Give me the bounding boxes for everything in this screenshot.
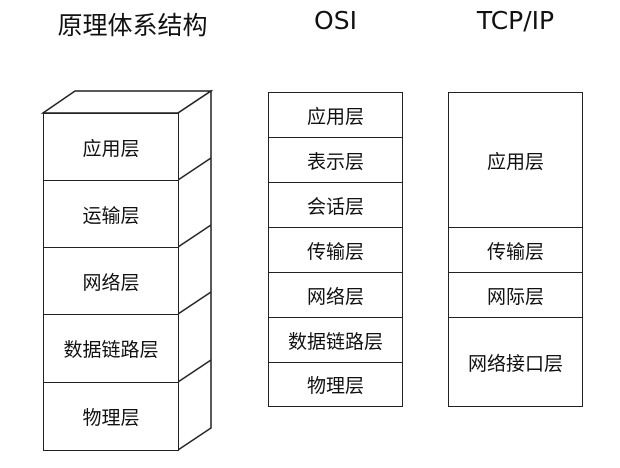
architecture-title: 原理体系结构 xyxy=(57,11,208,40)
architecture-layer-application: 应用层 xyxy=(43,113,179,181)
tcpip-layer-internet: 网际层 xyxy=(448,272,583,318)
osi-layer-transport: 传输层 xyxy=(268,227,403,273)
osi-layer-application: 应用层 xyxy=(268,92,403,138)
architecture-layer-datalink: 数据链路层 xyxy=(43,314,179,383)
tcpip-layer-transport: 传输层 xyxy=(448,227,583,273)
osi-layer-network: 网络层 xyxy=(268,272,403,318)
tcpip-stack: 应用层 传输层 网际层 网络接口层 xyxy=(448,92,583,407)
tcpip-title: TCP/IP xyxy=(476,6,555,35)
osi-title: OSI xyxy=(314,6,357,35)
architecture-stack: 应用层 运输层 网络层 数据链路层 物理层 xyxy=(43,113,179,451)
tcpip-layer-application: 应用层 xyxy=(448,92,583,228)
osi-layer-presentation: 表示层 xyxy=(268,137,403,183)
osi-layer-session: 会话层 xyxy=(268,182,403,228)
architecture-layer-physical: 物理层 xyxy=(43,382,179,451)
osi-stack: 应用层 表示层 会话层 传输层 网络层 数据链路层 物理层 xyxy=(268,92,403,407)
architecture-layer-transport: 运输层 xyxy=(43,180,179,248)
osi-layer-physical: 物理层 xyxy=(268,362,403,407)
architecture-layer-network: 网络层 xyxy=(43,247,179,315)
osi-layer-datalink: 数据链路层 xyxy=(268,317,403,363)
tcpip-layer-network-interface: 网络接口层 xyxy=(448,317,583,407)
